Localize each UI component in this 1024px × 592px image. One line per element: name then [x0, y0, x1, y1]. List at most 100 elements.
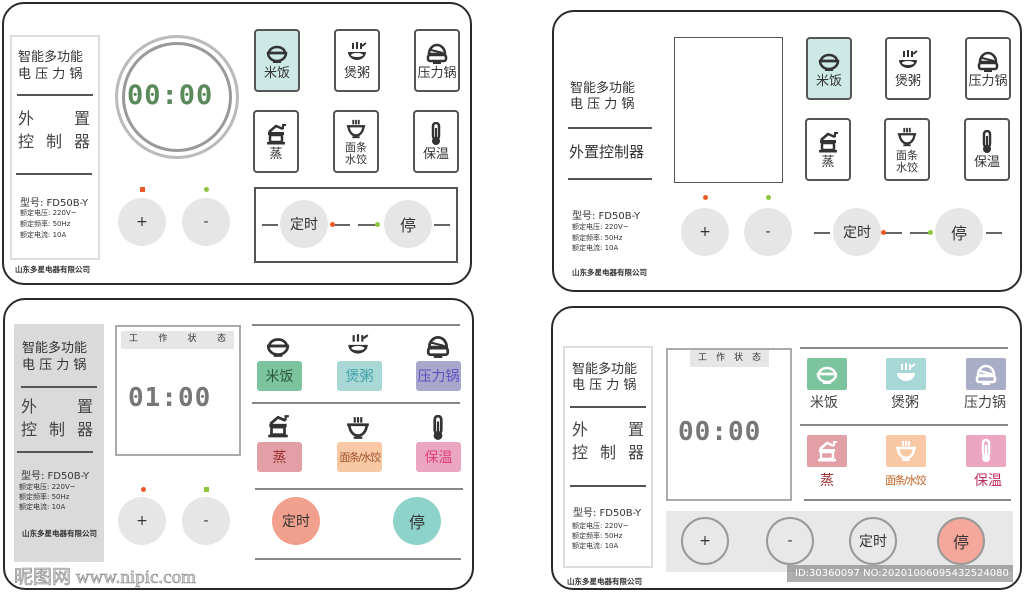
company-name: 山东多星电器有限公司: [567, 577, 642, 586]
stop-button[interactable]: 停: [935, 208, 983, 256]
thermometer-icon: [425, 415, 451, 441]
mode-label: 保温: [974, 473, 1002, 489]
mode-porridge-button[interactable]: [886, 358, 926, 390]
mode-label: 煲粥: [894, 73, 921, 89]
mode-pressure-button[interactable]: 压力锅: [416, 361, 461, 391]
mode-label: 压力锅: [417, 65, 457, 81]
mode-porridge-button[interactable]: 煲粥: [334, 29, 380, 92]
timer-button[interactable]: 定时: [272, 497, 320, 545]
mode-steam-button[interactable]: 蒸: [253, 110, 299, 173]
mode-noodle-button[interactable]: 面条/水饺: [337, 442, 382, 472]
plus-button[interactable]: +: [681, 517, 729, 565]
divider: [800, 347, 1008, 349]
minus-button[interactable]: -: [744, 208, 792, 256]
divider: [568, 178, 652, 180]
model-number: 型号: FD50B-Y: [21, 471, 90, 482]
rice-bowl-icon: [265, 333, 291, 359]
mode-porridge-button[interactable]: 煲粥: [337, 361, 382, 391]
timer-button[interactable]: 定时: [849, 517, 897, 565]
thermometer-icon: [424, 122, 448, 146]
mode-noodle-button[interactable]: [886, 435, 926, 467]
mode-label: 面条 水饺: [345, 140, 367, 166]
mode-rice-button[interactable]: [807, 358, 847, 390]
spec-voltage: 额定电压: 220V~: [572, 223, 629, 231]
subtitle-line-1: 外 置: [572, 420, 644, 439]
porridge-bowl-icon: [345, 41, 369, 65]
rice-bowl-icon: [265, 41, 289, 65]
indicator-red: [881, 230, 886, 235]
connector-line: [910, 232, 930, 234]
title-line-1: 智能多功能: [18, 50, 84, 65]
steamer-icon: [264, 122, 288, 146]
mode-rice-button[interactable]: 米饭: [806, 37, 852, 100]
mode-rice-button[interactable]: 米饭: [257, 361, 302, 391]
display-window: [666, 348, 792, 501]
status-header: 工 作 状 态: [690, 350, 769, 367]
divider: [804, 499, 1011, 501]
title-line-2: 电 压 力 锅: [18, 67, 83, 82]
mode-noodle-button[interactable]: 面条 水饺: [333, 110, 379, 173]
steamer-icon: [815, 439, 839, 463]
mode-keep-warm-button[interactable]: 保温: [416, 442, 461, 472]
divider: [21, 386, 97, 388]
spec-current: 额定电流: 10A: [20, 231, 67, 239]
info-label-box: [563, 346, 653, 568]
mode-keep-warm-button[interactable]: [966, 435, 1006, 467]
mode-steam-button[interactable]: 蒸: [257, 442, 302, 472]
mode-keep-warm-button[interactable]: 保温: [964, 118, 1010, 181]
mode-label: 蒸: [820, 473, 834, 489]
minus-button[interactable]: -: [182, 497, 230, 545]
mode-steam-button[interactable]: 蒸: [805, 118, 851, 181]
mode-rice-button[interactable]: 米饭: [254, 29, 300, 92]
minus-button[interactable]: -: [766, 517, 814, 565]
divider: [252, 402, 460, 404]
minus-button[interactable]: -: [182, 198, 230, 246]
spec-frequency: 额定频率: 50Hz: [572, 532, 623, 540]
title-line-1: 智能多功能: [22, 341, 88, 356]
porridge-bowl-icon: [345, 333, 371, 359]
id-watermark: ID:30360097 NO:20201006095432524080: [787, 565, 1013, 582]
timer-button[interactable]: 定时: [833, 208, 881, 256]
company-name: 山东多星电器有限公司: [22, 529, 97, 538]
mode-pressure-button[interactable]: [966, 358, 1006, 390]
divider: [252, 324, 460, 326]
mode-label: 保温: [973, 154, 1000, 170]
mode-noodle-button[interactable]: 面条 水饺: [884, 118, 930, 181]
spec-voltage: 额定电压: 220V~: [20, 209, 77, 217]
timer-button[interactable]: 定时: [280, 200, 328, 248]
title-line-1: 智能多功能: [572, 362, 638, 377]
steamer-icon: [265, 413, 291, 439]
info-label-box: [10, 35, 100, 260]
spec-current: 额定电流: 10A: [19, 503, 66, 511]
porridge-bowl-icon: [896, 49, 920, 73]
connector-line: [884, 232, 902, 234]
mode-label: 米饭: [810, 395, 838, 411]
plus-button[interactable]: +: [681, 208, 729, 256]
title-line-2: 电 压 力 锅: [570, 97, 635, 112]
connector-line: [358, 224, 378, 226]
thermometer-icon: [974, 439, 998, 463]
mode-porridge-button[interactable]: 煲粥: [885, 37, 931, 100]
mode-steam-button[interactable]: [807, 435, 847, 467]
porridge-bowl-icon: [894, 362, 918, 386]
plus-button[interactable]: +: [118, 497, 166, 545]
mode-pressure-button[interactable]: 压力锅: [414, 29, 460, 92]
stop-button[interactable]: 停: [393, 497, 441, 545]
indicator-red: [330, 222, 335, 227]
divider: [17, 94, 93, 96]
stop-button[interactable]: 停: [384, 200, 432, 248]
mode-keep-warm-button[interactable]: 保温: [413, 110, 459, 173]
plus-button[interactable]: +: [118, 198, 166, 246]
stop-button[interactable]: 停: [937, 517, 985, 565]
model-number: 型号: FD50B-Y: [573, 508, 642, 519]
spec-frequency: 额定频率: 50Hz: [572, 234, 623, 242]
display-window: [115, 325, 241, 456]
round-display: [115, 35, 239, 159]
divider: [255, 488, 463, 490]
mode-pressure-button[interactable]: 压力锅: [965, 37, 1011, 100]
spec-frequency: 额定频率: 50Hz: [19, 493, 70, 501]
site-watermark: 昵图网 www.nipic.com: [14, 567, 196, 589]
status-header: 工 作 状 态: [121, 331, 234, 349]
timer-box: [254, 187, 458, 263]
noodle-pot-icon: [345, 415, 371, 441]
